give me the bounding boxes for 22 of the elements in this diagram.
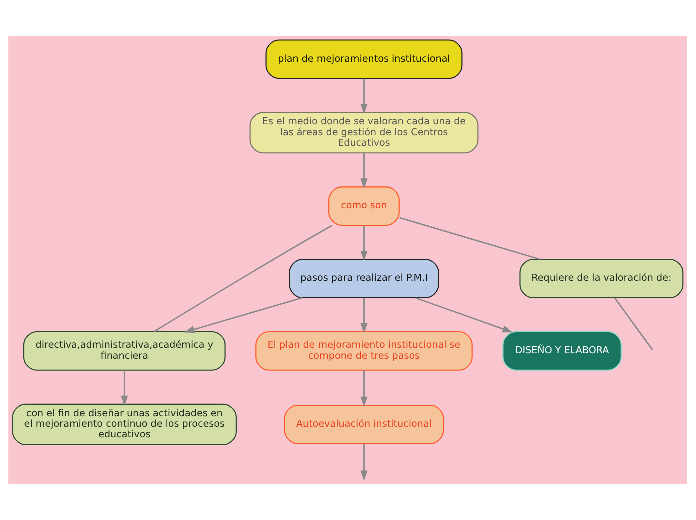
arrow [360, 370, 368, 408]
arrow [184, 297, 302, 334]
node-box: plan de mejoramientos institucional [266, 40, 463, 80]
arrow [360, 153, 368, 189]
node-box: Es el medio donde se valoran cada una de las áreas de gestión de los Centros Educativos [250, 112, 479, 154]
node-box: Requiere de la valoración de: [520, 259, 684, 298]
arrow [360, 226, 368, 262]
node-box: como son [328, 186, 400, 226]
node-box: directiva,administrativa,académica y financiera [23, 332, 226, 371]
node-box: Autoevaluación institucional [284, 404, 444, 444]
node-box: DISEÑO Y ELABORA [502, 332, 622, 371]
node-box: pasos para realizar el P.M.I [289, 259, 440, 298]
connector [400, 217, 541, 260]
arrow [416, 297, 514, 333]
connector [614, 298, 654, 350]
connector [154, 225, 333, 332]
node-box: El plan de mejoramiento institucional se compone de tres pasos [256, 332, 473, 371]
arrow [360, 298, 368, 334]
arrow [121, 370, 128, 406]
arrow [360, 78, 368, 114]
arrow [360, 444, 368, 482]
node-box: con el fin de diseñar unas actividades en el mejoramiento continuo de los procesos educativos [12, 404, 237, 446]
